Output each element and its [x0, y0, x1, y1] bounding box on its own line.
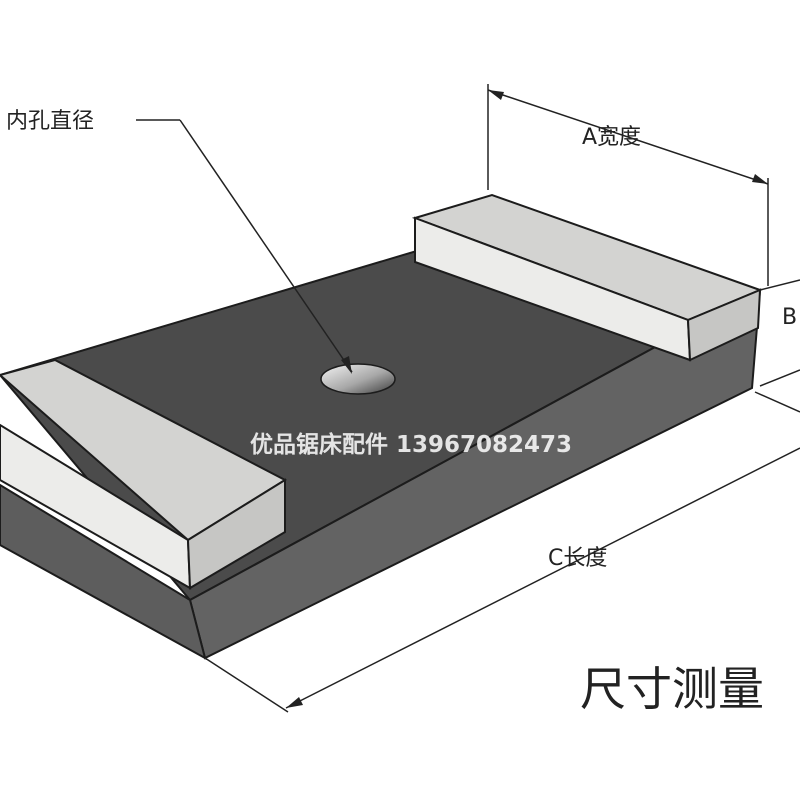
- dimension-measurement-title: 尺寸测量: [580, 662, 764, 716]
- length-ext-front: [204, 657, 289, 713]
- left-block-side: [186, 478, 286, 590]
- length-dim-line: [285, 447, 800, 709]
- watermark-text: 优品锯床配件 13967082473: [250, 431, 572, 458]
- height-ext-top: [759, 279, 800, 291]
- width-dim-line: [487, 89, 769, 185]
- height-ext-bottom: [759, 369, 800, 387]
- width-a-label: A宽度: [582, 125, 641, 150]
- right-block-side: [686, 288, 762, 362]
- hole-leader-arrow: [179, 119, 353, 373]
- width-arrow-right: [752, 174, 768, 184]
- length-arrow-front: [286, 697, 303, 708]
- length-c-label: C长度: [548, 546, 607, 571]
- inner-hole: [320, 363, 396, 395]
- hole-diameter-label: 内孔直径: [6, 109, 94, 134]
- height-b-label: B: [782, 305, 797, 330]
- hole-leader-arrowhead: [341, 356, 352, 374]
- width-arrow-left: [488, 90, 504, 100]
- length-ext-back: [754, 391, 800, 413]
